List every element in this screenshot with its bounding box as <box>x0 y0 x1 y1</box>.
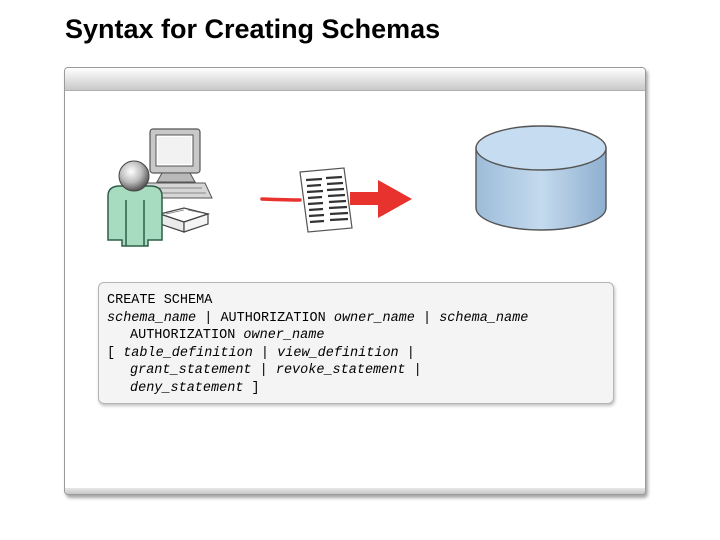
separator: | <box>414 310 440 326</box>
argument: schema_name <box>107 310 197 326</box>
keyword: AUTHORIZATION <box>130 328 244 344</box>
user-at-computer-icon <box>107 128 213 247</box>
database-icon <box>475 125 607 231</box>
separator: | <box>405 363 422 379</box>
panel-header-bar <box>65 68 645 91</box>
script-document-icon <box>299 167 353 233</box>
argument: grant_statement <box>130 363 252 379</box>
separator: | <box>252 345 278 361</box>
bracket: ] <box>243 380 260 396</box>
syntax-line: AUTHORIZATION owner_name <box>107 327 613 345</box>
syntax-code-box: CREATE SCHEMA schema_name | AUTHORIZATIO… <box>98 282 614 404</box>
argument: revoke_statement <box>275 363 406 379</box>
syntax-line: deny_statement ] <box>107 380 613 398</box>
syntax-line: schema_name | AUTHORIZATION owner_name |… <box>107 310 613 328</box>
argument: table_definition <box>123 345 253 361</box>
keyword: AUTHORIZATION <box>220 310 334 326</box>
argument: deny_statement <box>130 380 244 396</box>
argument: schema_name <box>439 310 529 326</box>
argument: view_definition <box>277 345 399 361</box>
syntax-line: CREATE SCHEMA <box>107 292 613 310</box>
bracket: [ <box>107 345 124 361</box>
argument: owner_name <box>243 328 325 344</box>
slide-title: Syntax for Creating Schemas <box>65 14 441 44</box>
argument: owner_name <box>333 310 415 326</box>
syntax-line: grant_statement | revoke_statement | <box>107 362 613 380</box>
separator: | <box>398 345 415 361</box>
keyword: CREATE SCHEMA <box>107 293 213 308</box>
syntax-line: [ table_definition | view_definition | <box>107 345 613 363</box>
arrow-right-icon <box>260 180 412 218</box>
separator: | <box>251 363 276 379</box>
separator: | <box>196 310 221 326</box>
panel-footer-bar <box>65 488 645 494</box>
